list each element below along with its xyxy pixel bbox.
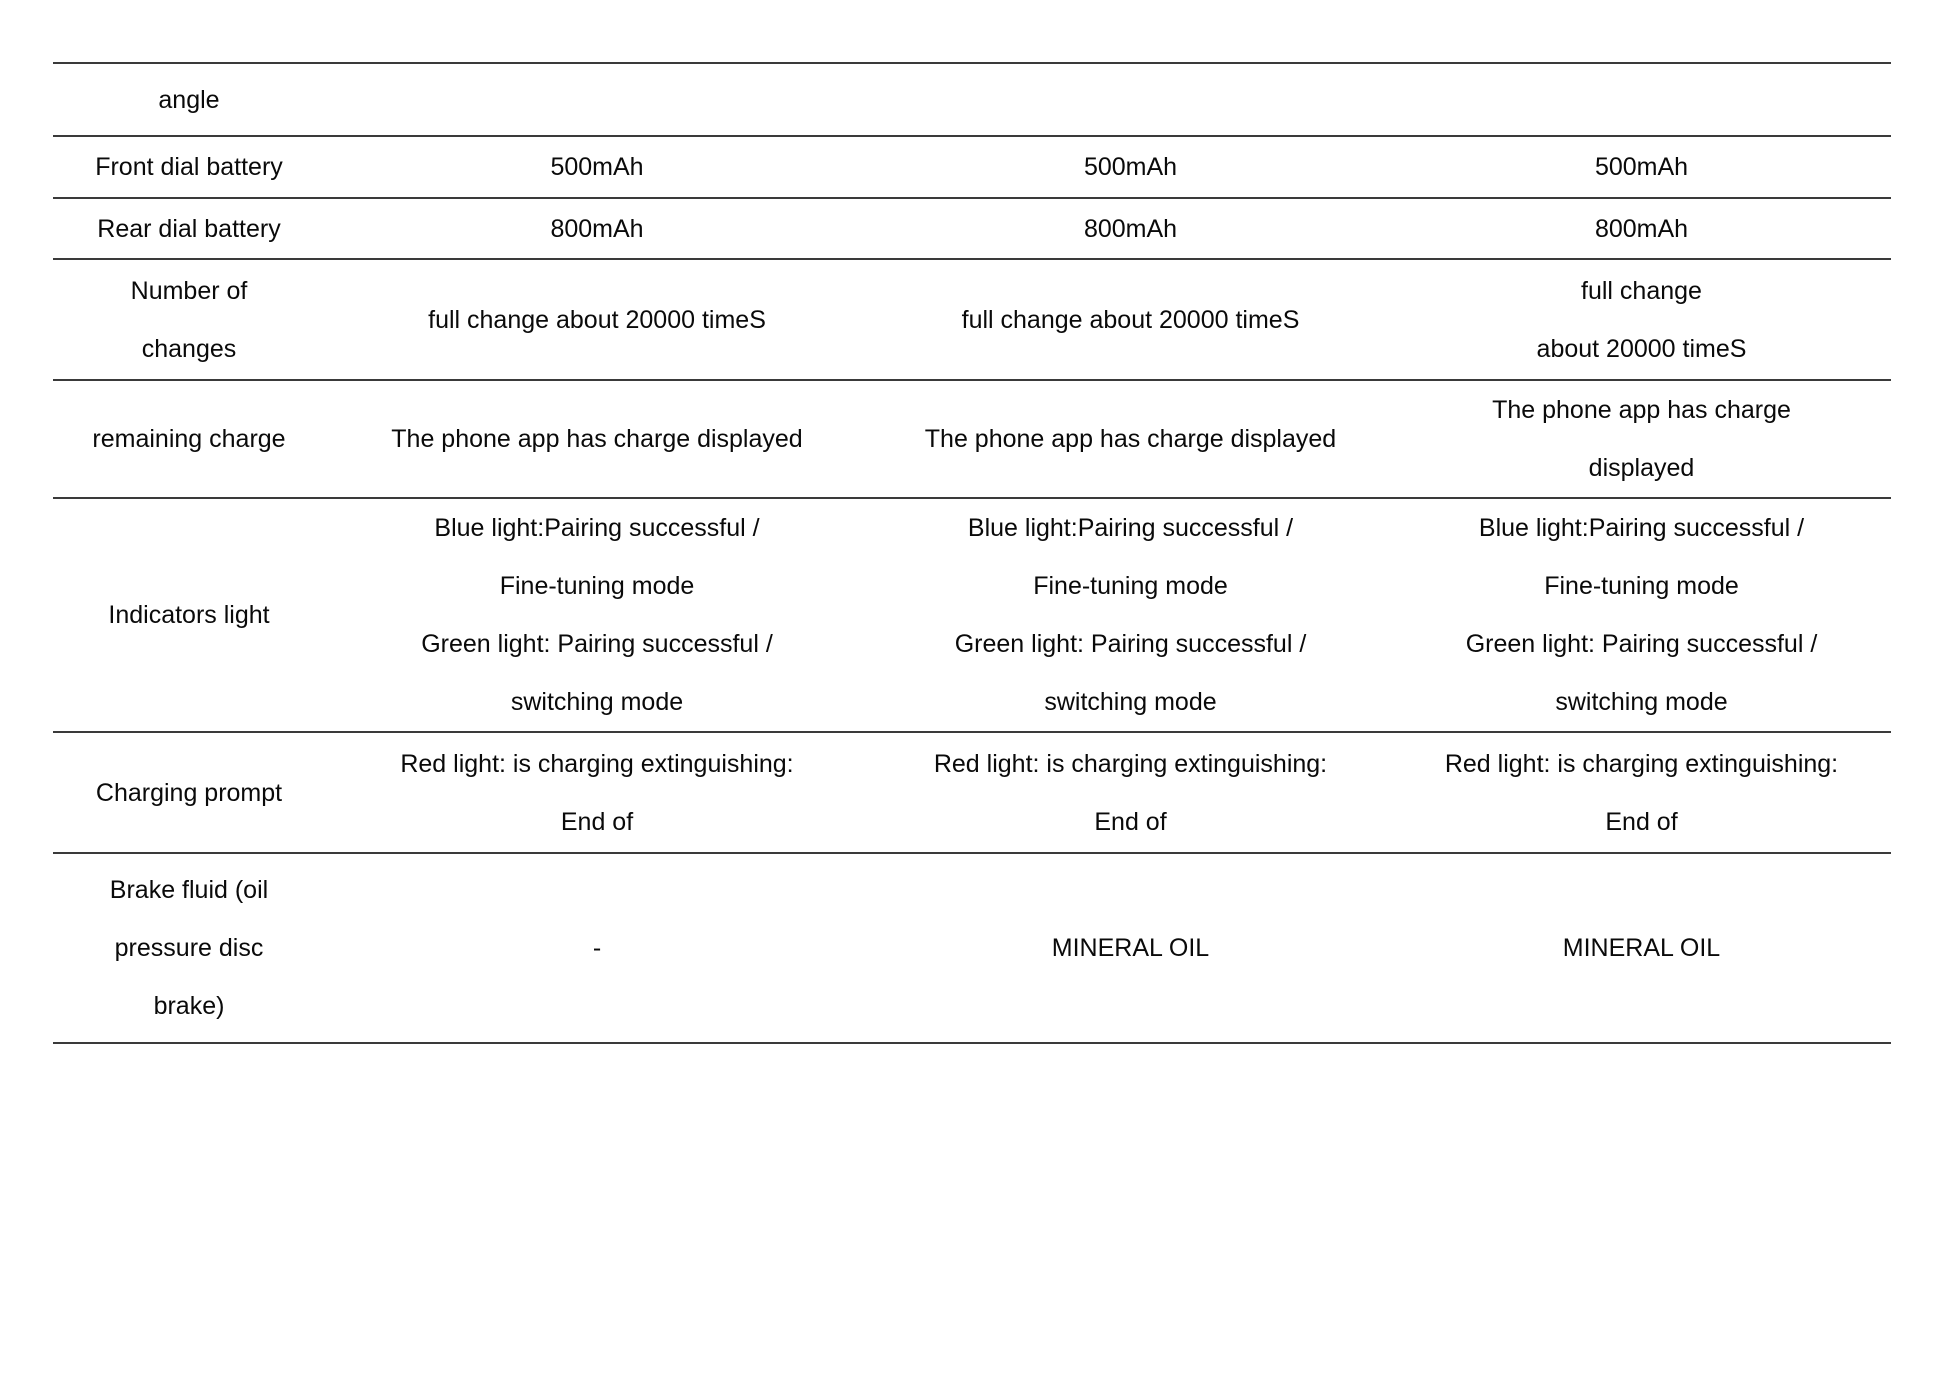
cell-line: The phone app has charge displayed <box>391 425 803 453</box>
cell-rear-dial-battery-v1: 800mAh <box>325 197 869 260</box>
row-label-angle: angle <box>53 62 325 137</box>
cell-line: End of <box>1605 807 1678 836</box>
cell-charging-prompt-v1: Red light: is charging extinguishing: En… <box>325 731 869 854</box>
table-row-rear-dial-battery: Rear dial battery 800mAh 800mAh 800mAh <box>53 197 1891 260</box>
cell-line: full change <box>1581 276 1702 305</box>
cell-line: 800mAh <box>1594 214 1689 243</box>
cell-line: The phone app has charge <box>1492 396 1791 424</box>
cell-line: Blue light:Pairing successful / <box>967 514 1294 542</box>
cell-line: Blue light:Pairing successful / <box>1478 514 1805 542</box>
row-label-line: brake) <box>153 992 225 1020</box>
row-label-charging-prompt: Charging prompt <box>53 731 325 854</box>
table-row-angle: angle <box>53 62 1891 137</box>
cell-front-dial-battery-v3: 500mAh <box>1392 135 1891 199</box>
cell-line: switching mode <box>1555 688 1728 716</box>
cell-angle-v1 <box>325 62 869 137</box>
cell-line: switching mode <box>510 688 684 716</box>
cell-remaining-charge-v2: The phone app has charge displayed <box>869 379 1392 499</box>
row-label-line: Indicators light <box>108 601 270 629</box>
cell-line: MINERAL OIL <box>1562 934 1721 962</box>
row-label-number-of-changes: Number of changes <box>53 258 325 381</box>
cell-line: End of <box>560 807 634 836</box>
cell-line: full change about 20000 timeS <box>961 305 1300 334</box>
cell-line: Fine-tuning mode <box>499 572 695 600</box>
cell-line: 800mAh <box>550 214 644 243</box>
cell-brake-fluid-v2: MINERAL OIL <box>869 852 1392 1044</box>
cell-line: 500mAh <box>1083 153 1178 181</box>
row-label-front-dial-battery: Front dial battery <box>53 135 325 199</box>
table-row-remaining-charge: remaining charge The phone app has charg… <box>53 379 1891 499</box>
cell-line: full change about 20000 timeS <box>428 305 766 334</box>
cell-line: Red light: is charging extinguishing: <box>933 749 1328 778</box>
cell-line: Red light: is charging extinguishing: <box>1444 749 1839 778</box>
cell-line: The phone app has charge displayed <box>924 425 1337 453</box>
cell-line: Fine-tuning mode <box>1544 572 1739 600</box>
cell-line: Green light: Pairing successful / <box>1465 630 1818 658</box>
cell-line: 500mAh <box>1594 153 1689 181</box>
row-label-indicators-light: Indicators light <box>53 497 325 733</box>
cell-indicators-light-v3: Blue light:Pairing successful / Fine-tun… <box>1392 497 1891 733</box>
cell-angle-v3 <box>1392 62 1891 137</box>
cell-charging-prompt-v3: Red light: is charging extinguishing: En… <box>1392 731 1891 854</box>
row-label-line: remaining charge <box>92 425 286 453</box>
cell-brake-fluid-v1: - <box>325 852 869 1044</box>
cell-front-dial-battery-v1: 500mAh <box>325 135 869 199</box>
cell-front-dial-battery-v2: 500mAh <box>869 135 1392 199</box>
cell-line: switching mode <box>1044 688 1217 716</box>
cell-line: Fine-tuning mode <box>1033 572 1228 600</box>
table-row-number-of-changes: Number of changes full change about 2000… <box>53 258 1891 381</box>
row-label-line: Front dial battery <box>95 153 283 181</box>
cell-indicators-light-v2: Blue light:Pairing successful / Fine-tun… <box>869 497 1392 733</box>
cell-line: Green light: Pairing successful / <box>421 630 773 658</box>
cell-line: - <box>592 934 602 962</box>
cell-rear-dial-battery-v2: 800mAh <box>869 197 1392 260</box>
cell-line: about 20000 timeS <box>1536 334 1747 363</box>
cell-number-of-changes-v1: full change about 20000 timeS <box>325 258 869 381</box>
cell-line: Blue light:Pairing successful / <box>434 514 760 542</box>
cell-number-of-changes-v3: full change about 20000 timeS <box>1392 258 1891 381</box>
row-label-line: changes <box>141 334 237 363</box>
row-label-line: Number of <box>130 276 248 305</box>
cell-line: displayed <box>1588 454 1695 482</box>
cell-angle-v2 <box>869 62 1392 137</box>
row-label-remaining-charge: remaining charge <box>53 379 325 499</box>
row-label-line: angle <box>158 85 220 114</box>
cell-remaining-charge-v1: The phone app has charge displayed <box>325 379 869 499</box>
row-label-brake-fluid: Brake fluid (oil pressure disc brake) <box>53 852 325 1044</box>
table-row-brake-fluid: Brake fluid (oil pressure disc brake) - … <box>53 852 1891 1044</box>
row-label-line: Charging prompt <box>95 778 283 807</box>
table-row-indicators-light: Indicators light Blue light:Pairing succ… <box>53 497 1891 733</box>
table-row-charging-prompt: Charging prompt Red light: is charging e… <box>53 731 1891 854</box>
cell-rear-dial-battery-v3: 800mAh <box>1392 197 1891 260</box>
row-label-line: Brake fluid (oil <box>109 876 269 904</box>
table-row-front-dial-battery: Front dial battery 500mAh 500mAh 500mAh <box>53 135 1891 199</box>
cell-line: 800mAh <box>1083 214 1178 243</box>
specification-table: angle <box>53 62 1891 1044</box>
cell-remaining-charge-v3: The phone app has charge displayed <box>1392 379 1891 499</box>
cell-line: MINERAL OIL <box>1051 934 1210 962</box>
cell-line: End of <box>1094 807 1167 836</box>
cell-line: Red light: is charging extinguishing: <box>400 749 794 778</box>
row-label-line: Rear dial battery <box>97 214 281 243</box>
cell-line: Green light: Pairing successful / <box>954 630 1307 658</box>
cell-charging-prompt-v2: Red light: is charging extinguishing: En… <box>869 731 1392 854</box>
cell-indicators-light-v1: Blue light:Pairing successful / Fine-tun… <box>325 497 869 733</box>
cell-brake-fluid-v3: MINERAL OIL <box>1392 852 1891 1044</box>
cell-number-of-changes-v2: full change about 20000 timeS <box>869 258 1392 381</box>
cell-line: 500mAh <box>550 153 644 181</box>
row-label-line: pressure disc <box>114 934 264 962</box>
row-label-rear-dial-battery: Rear dial battery <box>53 197 325 260</box>
table-body: angle <box>53 62 1891 1044</box>
